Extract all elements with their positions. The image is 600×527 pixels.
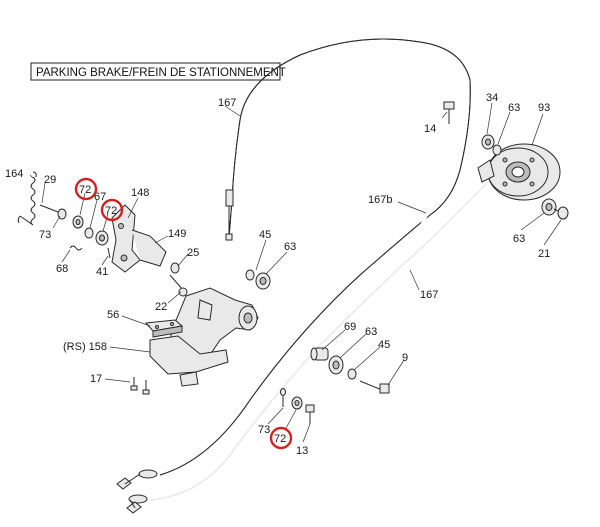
- callout-labels: 167 14 34 63 93 167b 167 45 63 63 21 164…: [5, 92, 550, 457]
- callout-13: 13: [296, 445, 308, 457]
- callout-68: 68: [56, 263, 68, 275]
- callout-72-middle: 72: [105, 205, 117, 217]
- washer-45-bearing-63: [245, 269, 271, 290]
- cable-167-top-end: [225, 189, 234, 241]
- callout-25: 25: [187, 247, 199, 259]
- pin-73-washer-72-bolt-13: [280, 388, 315, 424]
- pedal-pad-56: [144, 319, 184, 338]
- callout-69: 69: [344, 321, 356, 333]
- pedal-arm-158: [149, 335, 229, 387]
- callout-21: 21: [538, 248, 550, 260]
- diagram-title-text: PARKING BRAKE/FREIN DE STATIONNEMENT: [36, 67, 286, 79]
- lever-bracket-148: [111, 204, 167, 273]
- callout-63-upper: 63: [284, 241, 296, 253]
- callout-17: 17: [90, 373, 102, 385]
- callout-41: 41: [96, 266, 108, 278]
- bearing-34-63: [481, 134, 502, 156]
- callout-72-lower: 72: [274, 433, 286, 445]
- callout-73-lower: 73: [258, 424, 270, 436]
- bolt-14: [443, 101, 455, 124]
- bearing-63-lower: [328, 355, 344, 375]
- callout-67: 67: [94, 191, 106, 203]
- callout-56: 56: [107, 309, 119, 321]
- callout-45-upper: 45: [259, 229, 271, 241]
- callout-149: 149: [168, 228, 186, 240]
- callout-45-lower: 45: [378, 339, 390, 351]
- callout-167-lower: 167: [420, 289, 438, 301]
- callout-158: (RS) 158: [63, 341, 107, 353]
- callout-29: 29: [44, 174, 56, 186]
- cable-end-fittings: [116, 469, 158, 514]
- highlight-ring-72-left: [74, 177, 98, 201]
- leader-lines: [29, 102, 562, 443]
- pin-29: [39, 204, 67, 220]
- brake-drum-93: [477, 143, 561, 201]
- highlight-rings: [74, 177, 293, 450]
- spacer-69: [310, 347, 329, 361]
- diagram-title: PARKING BRAKE/FREIN DE STATIONNEMENT: [30, 62, 286, 81]
- cable-167-upper: [159, 38, 471, 476]
- bolts-17: [130, 377, 150, 395]
- callout-22: 22: [155, 301, 167, 313]
- callout-164: 164: [5, 168, 23, 180]
- spring-164: [17, 171, 37, 226]
- callout-63-drum: 63: [508, 102, 520, 114]
- highlight-ring-72-lower: [269, 426, 293, 450]
- callout-73-left: 73: [39, 229, 51, 241]
- callout-148: 148: [131, 187, 149, 199]
- callout-63-lower: 63: [365, 326, 377, 338]
- callout-167-top: 167: [218, 97, 236, 109]
- washer-45-lower: [347, 368, 357, 380]
- callout-93: 93: [538, 102, 550, 114]
- callout-14: 14: [424, 123, 436, 135]
- highlight-ring-72-middle: [100, 198, 124, 222]
- pivot-25-22: [169, 262, 188, 297]
- bearing-63-nut-21: [541, 198, 569, 220]
- callout-72-left: 72: [79, 184, 91, 196]
- callout-34: 34: [486, 92, 498, 104]
- bolt-9: [359, 380, 390, 394]
- callout-9: 9: [402, 352, 408, 364]
- washers-72-67: [69, 215, 111, 259]
- callout-167b: 167b: [368, 194, 392, 206]
- callout-63-right: 63: [513, 233, 525, 245]
